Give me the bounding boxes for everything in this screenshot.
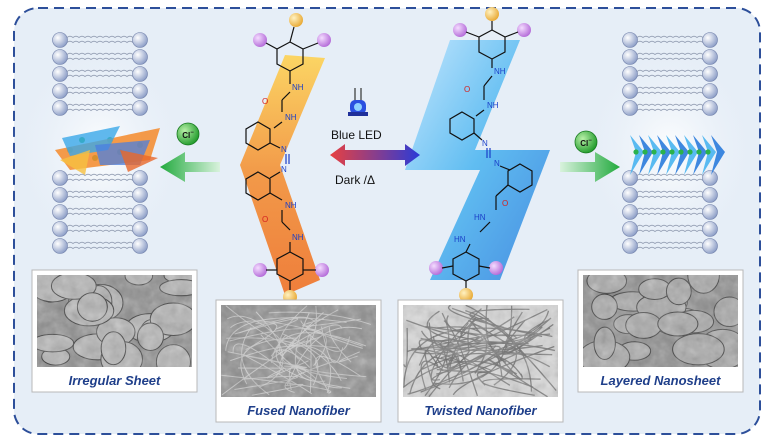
sem-label-layered-nanosheet: Layered Nanosheet	[600, 373, 721, 388]
svg-text:HN: HN	[454, 235, 466, 244]
svg-text:NH: NH	[292, 233, 304, 242]
svg-text:O: O	[464, 85, 470, 94]
lipid-bilayer-right	[622, 32, 718, 254]
outer-frame	[13, 7, 761, 435]
svg-text:Cl−: Cl−	[182, 130, 194, 140]
photo-switch-arrow	[330, 144, 420, 166]
sem-panels	[31, 269, 744, 423]
svg-text:NH: NH	[487, 101, 499, 110]
trans-band	[240, 55, 325, 295]
svg-text:O: O	[262, 97, 268, 106]
ion-dot	[678, 149, 684, 155]
membrane-glow-right	[580, 40, 760, 260]
ion-dot	[660, 149, 666, 155]
ion-dot	[642, 149, 648, 155]
chloride-ion-icon: Cl−	[176, 122, 200, 146]
svg-text:N: N	[494, 159, 500, 168]
svg-text:NH: NH	[285, 113, 297, 122]
lipid-bilayer-left	[52, 32, 148, 254]
nanosheet-channel-assembly	[630, 135, 725, 175]
svg-text:HN: HN	[474, 213, 486, 222]
sem-label-twisted-nanofiber: Twisted Nanofiber	[424, 403, 537, 418]
condition-forward: Blue LED	[331, 128, 382, 142]
svg-text:NH: NH	[292, 83, 304, 92]
svg-text:O: O	[502, 199, 508, 208]
ion-dot	[633, 149, 639, 155]
ion-dot	[651, 149, 657, 155]
sem-panel-2	[397, 299, 564, 423]
ion-dot	[696, 149, 702, 155]
ion-dot	[669, 149, 675, 155]
led-icon	[348, 88, 368, 116]
sem-label-irregular-sheet: Irregular Sheet	[68, 373, 161, 388]
svg-text:NH: NH	[285, 201, 297, 210]
ion-dot	[705, 149, 711, 155]
svg-text:N: N	[482, 139, 488, 148]
condition-reverse: Dark /Δ	[335, 173, 376, 187]
sem-panel-3	[577, 269, 744, 393]
cis-azobenzene-molecule: NH O NH N N HN O HN	[405, 7, 550, 302]
svg-text:N: N	[281, 145, 287, 154]
svg-text:O: O	[262, 215, 268, 224]
cis-band	[405, 40, 550, 280]
arrow-right-icon	[560, 152, 620, 182]
svg-text:NH: NH	[494, 67, 506, 76]
ion-dot	[687, 149, 693, 155]
trans-azobenzene-molecule: NH O NH N N NH O NH	[240, 13, 331, 304]
chloride-ion-icon: Cl−	[574, 130, 598, 154]
sem-panel-0	[31, 269, 198, 393]
svg-text:Cl−: Cl−	[580, 138, 592, 148]
sem-panel-1	[215, 299, 382, 423]
irregular-channel-assembly	[55, 126, 160, 175]
svg-text:N: N	[281, 165, 287, 174]
sem-label-fused-nanofiber: Fused Nanofiber	[247, 403, 350, 418]
arrow-left-icon	[160, 152, 220, 182]
